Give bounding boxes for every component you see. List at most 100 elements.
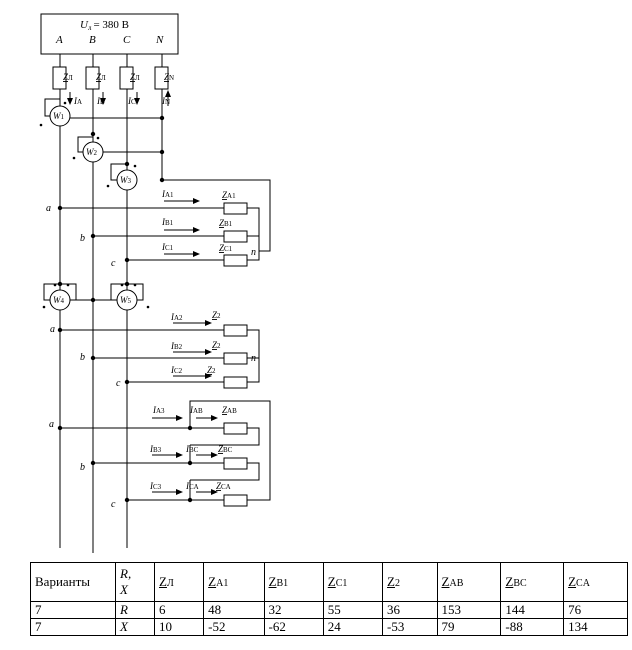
cell-value: 32 xyxy=(263,601,324,619)
wattmeter-w5 xyxy=(116,289,138,311)
current-label-ic1: IC1 xyxy=(161,242,174,252)
line-impedance-label-n: ZN xyxy=(164,72,174,82)
impedance-label-zab: ZAB xyxy=(222,405,237,415)
node-c-3: c xyxy=(111,499,116,510)
wattmeter-w2 xyxy=(82,141,104,163)
header-zbc: ZBC xyxy=(500,562,565,602)
cell-value: -88 xyxy=(500,618,565,636)
cell-value: 144 xyxy=(500,601,565,619)
line-impedance-b xyxy=(85,66,100,90)
node-n-2: n xyxy=(251,353,256,364)
cell-value: 10 xyxy=(153,618,205,636)
impedance-label-zb1: ZB1 xyxy=(219,218,233,228)
node-n-1: n xyxy=(251,247,256,258)
header-zab: ZAB xyxy=(436,562,502,602)
impedance-zab xyxy=(223,422,248,435)
header-zc1: ZC1 xyxy=(322,562,384,602)
wattmeter-label-w4: W4 xyxy=(53,295,65,305)
cell-value: 134 xyxy=(563,618,628,636)
current-label-ib1: IB1 xyxy=(161,217,174,227)
current-label-ia3: IA3 xyxy=(152,405,165,415)
impedance-label-z2-c: Z2 xyxy=(207,365,216,375)
three-phase-circuit-diagram: Uл= 380 В A B C N ZЛ ZЛ ZЛ ZN IA IB IC I… xyxy=(39,13,271,553)
impedance-label-zc1: ZC1 xyxy=(219,243,233,253)
current-label-in: IN xyxy=(161,96,170,106)
cell-value: -62 xyxy=(263,618,324,636)
current-label-ic3: IC3 xyxy=(149,481,162,491)
impedance-label-za1: ZA1 xyxy=(222,190,236,200)
line-impedance-n xyxy=(154,66,169,90)
variants-table: Варианты R,X ZЛ ZA1 ZB1 ZC1 Z2 ZAB ZBC Z… xyxy=(30,562,628,636)
current-label-ib: IB xyxy=(96,96,105,106)
impedance-label-zca: ZCA xyxy=(216,481,231,491)
current-label-ia1: IA1 xyxy=(161,189,174,199)
current-label-ic2: IC2 xyxy=(170,365,183,375)
header-zca: ZCA xyxy=(563,562,628,602)
cell-value: 48 xyxy=(203,601,265,619)
cell-value: -53 xyxy=(382,618,438,636)
source-voltage-label: Uл= 380 В xyxy=(80,19,129,32)
cell-value: 76 xyxy=(563,601,628,619)
current-label-ia2: IA2 xyxy=(170,312,183,322)
cell-value: 153 xyxy=(436,601,502,619)
phase-label-c: C xyxy=(123,34,131,46)
cell-value: 36 xyxy=(382,601,438,619)
impedance-label-z2-b: Z2 xyxy=(212,340,221,350)
current-label-ia: IA xyxy=(73,96,82,106)
node-b-1: b xyxy=(80,233,85,244)
current-label-iab: IAB xyxy=(189,405,203,415)
impedance-za1 xyxy=(223,202,248,215)
current-label-ib3: IB3 xyxy=(149,444,162,454)
wattmeter-label-w3: W3 xyxy=(120,175,132,185)
cell-value: 24 xyxy=(322,618,384,636)
header-za1: ZA1 xyxy=(203,562,265,602)
node-c-1: c xyxy=(111,258,116,269)
impedance-z2-b xyxy=(223,352,248,365)
impedance-label-zbc: ZBC xyxy=(218,444,233,454)
wattmeter-label-w1: W1 xyxy=(53,111,65,121)
impedance-zca xyxy=(223,494,248,507)
impedance-z2-a xyxy=(223,324,248,337)
table-row: 7 R 6 48 32 55 36 153 144 76 xyxy=(30,601,628,619)
header-zb1: ZB1 xyxy=(263,562,324,602)
node-a-1: a xyxy=(46,203,51,214)
line-impedance-c xyxy=(119,66,134,90)
impedance-zc1 xyxy=(223,254,248,267)
cell-value: 79 xyxy=(436,618,502,636)
header-rx: R,X xyxy=(115,562,155,602)
impedance-label-z2-a: Z2 xyxy=(212,310,221,320)
cell-param: X xyxy=(115,618,155,636)
phase-label-b: B xyxy=(89,34,96,46)
table-header-row: Варианты R,X ZЛ ZA1 ZB1 ZC1 Z2 ZAB ZBC Z… xyxy=(30,562,628,602)
cell-value: 6 xyxy=(153,601,205,619)
cell-variant: 7 xyxy=(30,618,116,636)
node-b-2: b xyxy=(80,352,85,363)
current-label-ib2: IB2 xyxy=(170,341,183,351)
wattmeter-label-w2: W2 xyxy=(86,147,98,157)
node-c-2: c xyxy=(116,378,121,389)
line-impedance-a xyxy=(52,66,67,90)
phase-label-n: N xyxy=(155,34,164,46)
impedance-z2-c xyxy=(223,376,248,389)
cell-value: -52 xyxy=(203,618,265,636)
cell-value: 55 xyxy=(322,601,384,619)
impedance-zbc xyxy=(223,457,248,470)
node-a-2: a xyxy=(50,324,55,335)
phase-label-a: A xyxy=(55,34,63,46)
header-z2: Z2 xyxy=(382,562,438,602)
line-impedance-label-a: ZЛ xyxy=(63,72,73,82)
cell-variant: 7 xyxy=(30,601,116,619)
current-label-ica: ICA xyxy=(185,481,199,491)
wattmeter-w3 xyxy=(116,169,138,191)
wattmeter-w1 xyxy=(49,105,71,127)
wattmeter-w4 xyxy=(49,289,71,311)
current-label-ibc: IBC xyxy=(185,444,199,454)
current-label-ic: IC xyxy=(127,96,136,106)
node-a-3: a xyxy=(49,419,54,430)
header-zl: ZЛ xyxy=(153,562,205,602)
impedance-zb1 xyxy=(223,230,248,243)
header-variants: Варианты xyxy=(30,562,116,602)
line-impedance-label-c: ZЛ xyxy=(130,72,140,82)
source-box xyxy=(40,13,179,55)
table-row: 7 X 10 -52 -62 24 -53 79 -88 134 xyxy=(30,618,628,636)
